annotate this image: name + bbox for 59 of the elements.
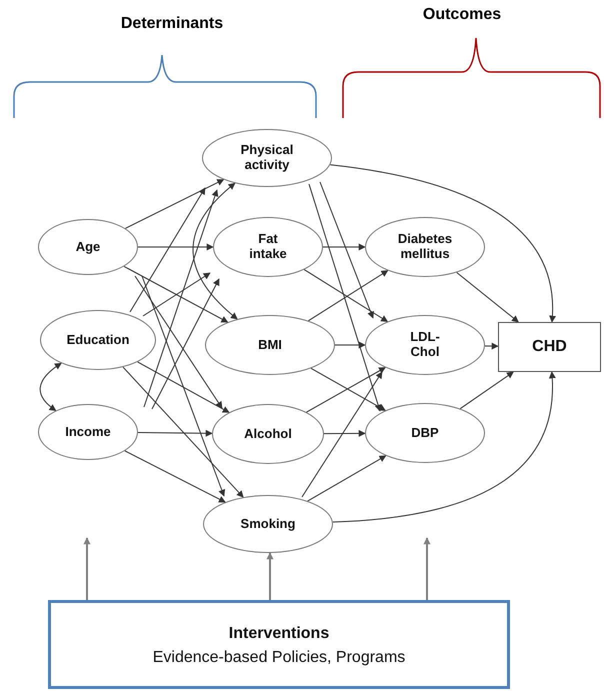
- node-label: Diabetes mellitus: [396, 232, 454, 262]
- arrow: [84, 537, 90, 600]
- arrow: [307, 455, 386, 502]
- double-arrow: [40, 362, 62, 412]
- ellipse-node: [365, 403, 485, 463]
- interventions-box: [48, 600, 510, 689]
- double-arrow: [192, 182, 238, 320]
- arrow: [138, 244, 214, 250]
- arrow: [334, 342, 366, 348]
- ellipse-node: [38, 219, 138, 275]
- node-label: Alcohol: [244, 426, 292, 442]
- node-label: BMI: [258, 338, 282, 352]
- arrow: [324, 430, 366, 437]
- ellipse-node: [205, 315, 335, 375]
- arrow: [332, 371, 556, 523]
- node-label: Income: [65, 424, 111, 440]
- ellipse-node: [203, 495, 333, 553]
- ellipse-node: [38, 404, 138, 460]
- ellipse-node: [212, 404, 324, 464]
- arrow: [124, 450, 226, 503]
- arrow: [460, 372, 514, 410]
- arrow: [144, 189, 218, 408]
- arrow: [138, 430, 213, 437]
- section-heading: Outcomes: [422, 6, 502, 24]
- arrow: [124, 179, 224, 229]
- node-label: Age: [76, 240, 100, 254]
- arrow: [320, 182, 374, 319]
- arrow: [266, 552, 274, 600]
- node-label: Smoking: [240, 516, 296, 532]
- node-label: DBP: [411, 426, 439, 440]
- ellipse-node: [213, 217, 323, 277]
- box-subtitle: Evidence-based Policies, Programs: [152, 649, 406, 668]
- arrow: [137, 361, 230, 413]
- node-label: Physical activity: [240, 143, 294, 173]
- arrow: [424, 537, 430, 600]
- ellipse-node: [365, 217, 485, 277]
- ellipse-node: [365, 315, 485, 375]
- arrow: [456, 272, 519, 322]
- ellipse-node: [40, 310, 156, 370]
- arrow: [152, 278, 220, 410]
- arrow: [142, 276, 226, 497]
- arrow: [122, 366, 244, 498]
- node-label: Education: [66, 332, 130, 348]
- arrow: [308, 184, 382, 412]
- box-heading: Interventions: [228, 625, 330, 644]
- arrow: [124, 266, 228, 323]
- node-label: LDL-Chol: [409, 330, 441, 360]
- node-label: Fat intake: [248, 232, 288, 262]
- arrow: [330, 164, 556, 323]
- arrow: [484, 342, 499, 350]
- section-heading: Determinants: [120, 15, 224, 33]
- arrow: [302, 371, 382, 498]
- arrow: [322, 244, 366, 250]
- node-label: CHD: [532, 338, 567, 356]
- arrow: [130, 187, 206, 312]
- outcome-box: [498, 322, 601, 372]
- ellipse-node: [202, 129, 332, 187]
- arrow: [134, 276, 222, 409]
- arrow: [142, 272, 211, 316]
